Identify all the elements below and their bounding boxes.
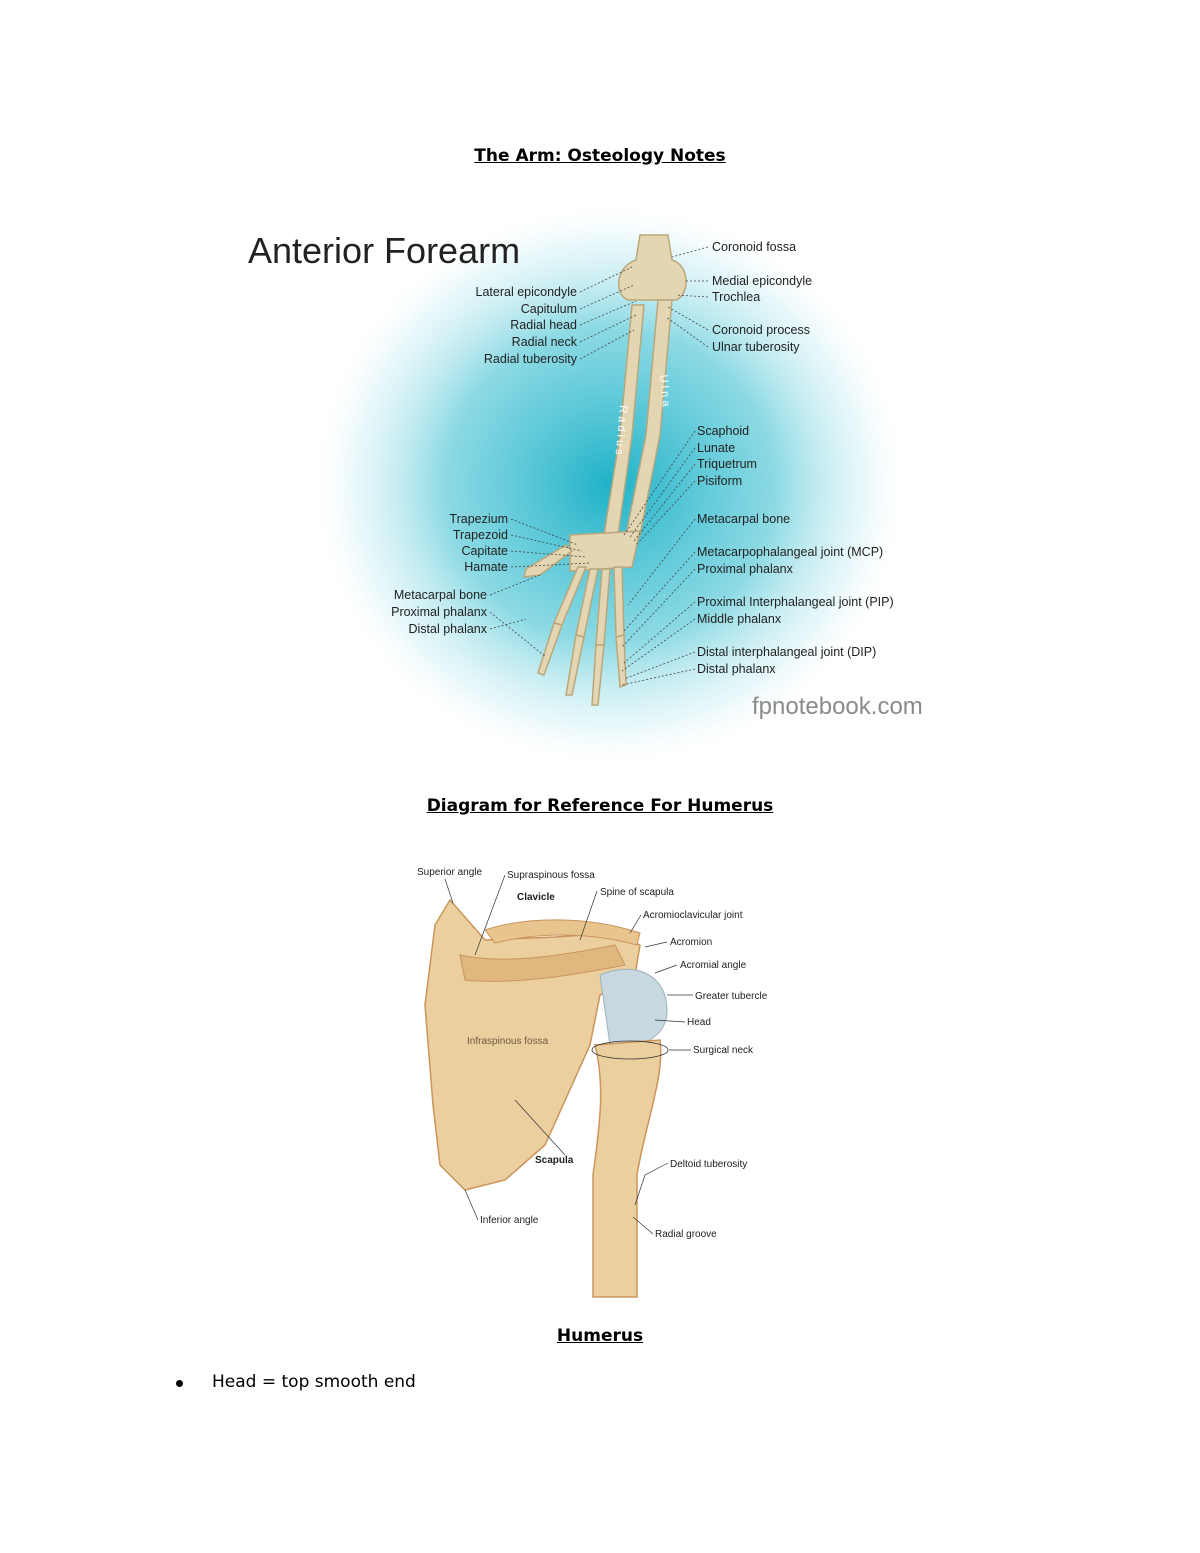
forearm-labels-left: Lateral epicondyle Capitulum Radial head… <box>391 285 578 636</box>
label-infraspinous-fossa: Infraspinous fossa <box>467 1036 549 1047</box>
carpal-bones <box>569 530 641 572</box>
humerus-scapula-diagram: Superior angle Supraspinous fossa Clavic… <box>417 867 768 1298</box>
label-deltoid-tuberosity: Deltoid tuberosity <box>670 1159 747 1170</box>
label-pisiform: Pisiform <box>697 474 742 488</box>
radius-label: R a d i u s <box>613 405 629 456</box>
humerus-head <box>599 968 668 1047</box>
label-clavicle: Clavicle <box>517 892 555 903</box>
clavicle <box>484 919 641 946</box>
label-proximal-phalanx-right: Proximal phalanx <box>697 562 794 576</box>
humerus-notes-list: Head = top smooth end <box>170 1372 416 1392</box>
label-radial-head: Radial head <box>510 318 577 332</box>
humerus-distal-end <box>617 234 687 301</box>
label-capitulum: Capitulum <box>521 302 577 316</box>
label-lateral-epicondyle: Lateral epicondyle <box>476 285 578 299</box>
label-medial-epicondyle: Medial epicondyle <box>712 274 812 288</box>
label-spine-of-scapula: Spine of scapula <box>600 887 674 898</box>
humerus-shaft <box>592 1039 662 1298</box>
forearm-leader-lines <box>489 246 709 686</box>
label-superior-angle: Superior angle <box>417 867 482 878</box>
label-coronoid-fossa: Coronoid fossa <box>712 240 796 254</box>
label-radial-groove: Radial groove <box>655 1229 717 1240</box>
label-trochlea: Trochlea <box>712 290 760 304</box>
label-radial-tuberosity: Radial tuberosity <box>484 352 578 366</box>
label-coronoid-process: Coronoid process <box>712 323 810 337</box>
label-distal-phalanx-left: Distal phalanx <box>408 622 487 636</box>
label-acromioclavicular-joint: Acromioclavicular joint <box>643 910 743 921</box>
humerus-labels: Superior angle Supraspinous fossa Clavic… <box>417 867 768 1240</box>
anterior-forearm-diagram: Anterior Forearm U l n a R a d i u s Lat… <box>248 205 923 765</box>
forearm-bones <box>523 234 687 706</box>
label-surgical-neck: Surgical neck <box>693 1045 754 1056</box>
label-trapezium: Trapezium <box>449 512 508 526</box>
metacarpals-and-phalanges <box>523 544 627 706</box>
label-scapula: Scapula <box>535 1155 574 1166</box>
label-mcp-joint: Metacarpophalangeal joint (MCP) <box>697 545 883 559</box>
label-pip-joint: Proximal Interphalangeal joint (PIP) <box>697 595 894 609</box>
label-distal-phalanx-right: Distal phalanx <box>697 662 776 676</box>
label-inferior-angle: Inferior angle <box>480 1215 539 1226</box>
bullet-icon <box>176 1380 183 1387</box>
list-item: Head = top smooth end <box>170 1372 416 1392</box>
forearm-labels-right: Coronoid fossa Medial epicondyle Trochle… <box>697 240 894 676</box>
humerus-reference-heading: Diagram for Reference For Humerus <box>426 796 774 816</box>
label-metacarpal-bone-left: Metacarpal bone <box>394 588 487 602</box>
watermark: fpnotebook.com <box>752 693 923 720</box>
label-greater-tubercle: Greater tubercle <box>695 991 768 1002</box>
list-item-text: Head = top smooth end <box>212 1372 416 1392</box>
label-proximal-phalanx-left: Proximal phalanx <box>391 605 488 619</box>
page-title: The Arm: Osteology Notes <box>474 146 726 166</box>
label-middle-phalanx: Middle phalanx <box>697 612 782 626</box>
humerus-heading: Humerus <box>556 1326 644 1346</box>
label-dip-joint: Distal interphalangeal joint (DIP) <box>697 645 876 659</box>
label-hamate: Hamate <box>464 560 508 574</box>
label-supraspinous-fossa: Supraspinous fossa <box>507 870 595 881</box>
forearm-figure-title: Anterior Forearm <box>248 230 520 271</box>
label-capitate: Capitate <box>461 544 508 558</box>
surgical-neck-ring <box>591 1040 669 1060</box>
humerus-leader-lines <box>444 874 693 1235</box>
spine-of-scapula <box>459 944 626 982</box>
label-triquetrum: Triquetrum <box>697 457 757 471</box>
label-head: Head <box>687 1017 711 1028</box>
label-acromial-angle: Acromial angle <box>680 960 747 971</box>
label-lunate: Lunate <box>697 441 735 455</box>
label-trapezoid: Trapezoid <box>453 528 508 542</box>
background-glow <box>310 205 910 765</box>
label-ulnar-tuberosity: Ulnar tuberosity <box>712 340 800 354</box>
label-metacarpal-bone-right: Metacarpal bone <box>697 512 790 526</box>
label-scaphoid: Scaphoid <box>697 424 749 438</box>
label-acromion: Acromion <box>670 937 712 948</box>
ulna-bone <box>625 299 673 536</box>
ulna-label: U l n a <box>657 374 672 408</box>
label-radial-neck: Radial neck <box>512 335 578 349</box>
